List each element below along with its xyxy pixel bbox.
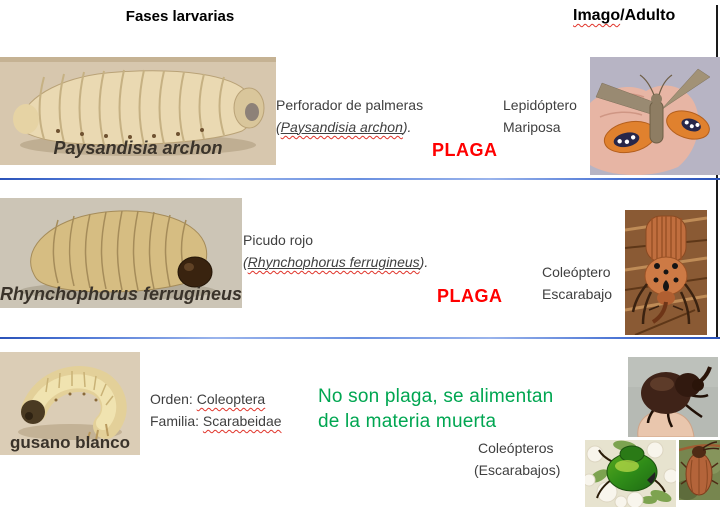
species-name-squiggle: Paysandisia archon bbox=[281, 119, 403, 135]
not-pest-note-line2: de la materia muerta bbox=[318, 411, 497, 432]
row-divider-line-1 bbox=[0, 178, 720, 180]
adult-common-label: (Escarabajos) bbox=[474, 462, 561, 478]
paren-open: ( bbox=[243, 254, 248, 270]
plaga-status-label: PLAGA bbox=[437, 286, 503, 306]
plaga-status-label: PLAGA bbox=[432, 140, 498, 160]
adult-title-word-adulto: /Adulto bbox=[620, 7, 676, 24]
paren-close: ). bbox=[402, 119, 412, 135]
order-value: Coleoptera bbox=[196, 391, 266, 407]
adult-order-label: Coleópteros bbox=[478, 440, 554, 456]
adult-common-label: Mariposa bbox=[503, 119, 561, 135]
column-title-adult: Imago/Adulto bbox=[573, 7, 675, 25]
adult-order-label: Lepidóptero bbox=[503, 97, 577, 113]
weevil-larva-illustration bbox=[0, 198, 242, 308]
cockchafer-beetle-photo bbox=[679, 440, 720, 500]
green-chafer-beetle-photo bbox=[585, 440, 676, 507]
order-line: Orden: Coleoptera bbox=[150, 391, 265, 408]
column-title-larval-phases: Fases larvarias bbox=[125, 8, 235, 25]
white-grub-photo: gusano blanco bbox=[0, 352, 140, 455]
family-line: Familia: Scarabeidae bbox=[150, 413, 282, 430]
moth-in-hand-photo bbox=[590, 57, 720, 175]
rhino-beetle-illustration bbox=[628, 357, 718, 437]
larva-photo-caption: Paysandisia archon bbox=[53, 138, 223, 158]
row-divider-line-2 bbox=[0, 337, 720, 339]
larva-photo-caption: Rhynchophorus ferrugineus bbox=[0, 284, 242, 304]
family-value: Scarabeidae bbox=[202, 413, 282, 429]
red-palm-weevil-photo bbox=[625, 210, 707, 335]
pest-common-name: Perforador de palmeras bbox=[276, 97, 424, 113]
species-name: Rhynchophorus ferrugineus bbox=[247, 254, 420, 270]
weevil-illustration bbox=[625, 210, 707, 335]
caterpillar-illustration bbox=[0, 57, 276, 165]
moth-illustration bbox=[590, 57, 720, 175]
family-label: Familia: bbox=[150, 413, 203, 429]
rhinoceros-beetle-photo bbox=[628, 357, 718, 437]
rhynchophorus-larva-photo: Rhynchophorus ferrugineus bbox=[0, 198, 242, 308]
species-name: Paysandisia archon bbox=[280, 119, 403, 135]
adult-order-label: Coleóptero bbox=[542, 264, 611, 280]
pest-scientific-name-line: (Rhynchophorus ferrugineus). bbox=[243, 254, 428, 271]
paren-open: ( bbox=[276, 119, 281, 135]
larva-photo-caption: gusano blanco bbox=[10, 433, 130, 452]
paren-close: ). bbox=[419, 254, 429, 270]
species-name-squiggle: Rhynchophorus ferrugineus bbox=[248, 254, 420, 270]
pest-scientific-name-line: (Paysandisia archon). bbox=[276, 119, 411, 136]
order-label: Orden: bbox=[150, 391, 197, 407]
chafer-illustration bbox=[585, 440, 676, 507]
adult-title-word-imago: Imago bbox=[573, 7, 621, 24]
pest-common-name: Picudo rojo bbox=[243, 232, 314, 248]
not-pest-note-line1: No son plaga, se alimentan bbox=[318, 386, 554, 407]
adult-common-label: Escarabajo bbox=[542, 286, 613, 302]
cockchafer-illustration bbox=[679, 440, 720, 500]
grub-illustration bbox=[0, 352, 140, 455]
paysandisia-larva-photo: Paysandisia archon bbox=[0, 57, 276, 165]
